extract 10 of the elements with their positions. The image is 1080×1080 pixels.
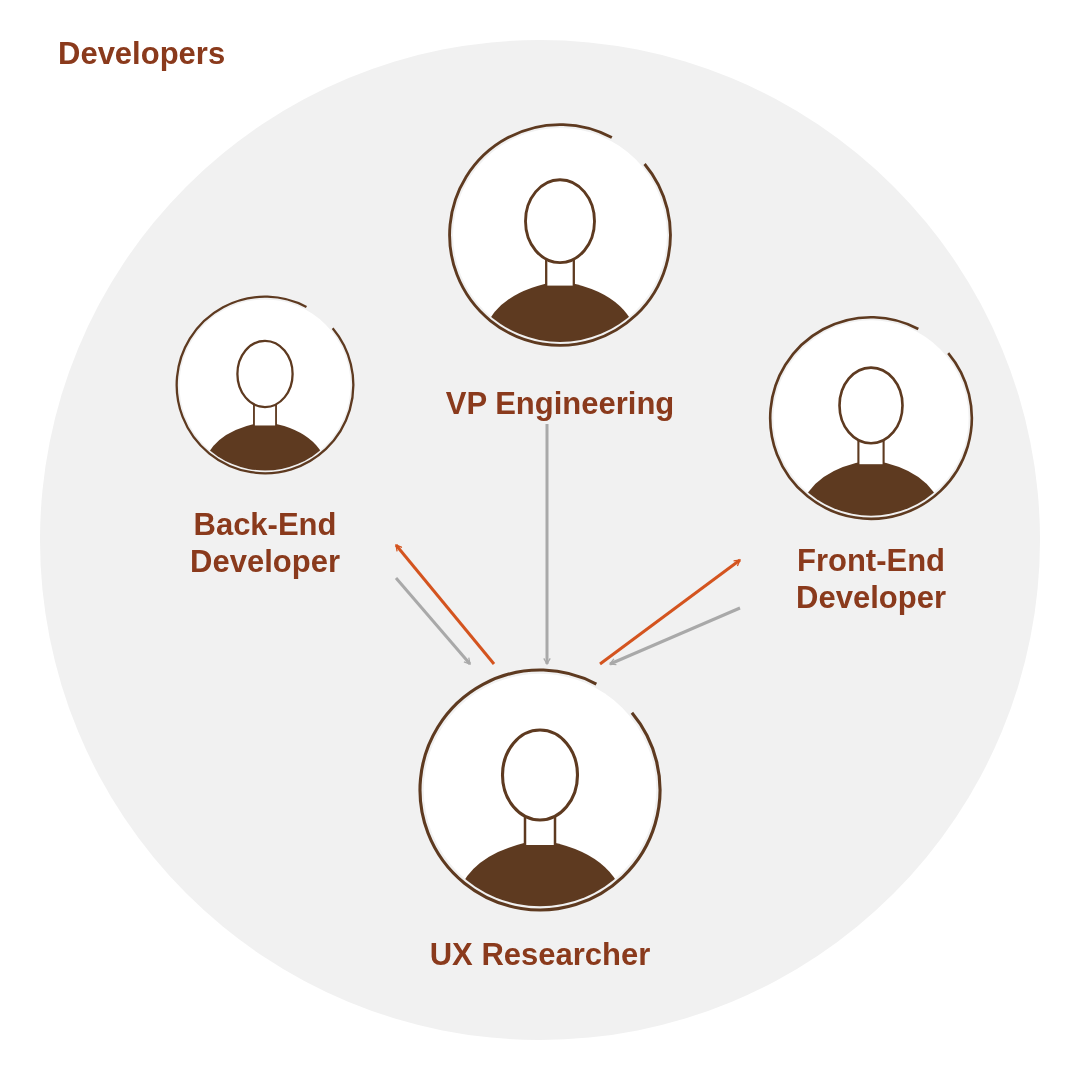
arrow — [609, 606, 741, 666]
arrow — [394, 577, 472, 665]
role-label: UX Researcher — [429, 937, 651, 974]
role-label: Back-End Developer — [189, 507, 341, 581]
arrow — [394, 544, 496, 665]
arrow — [543, 424, 551, 665]
arrow — [599, 558, 741, 666]
role-label: Front-End Developer — [795, 543, 947, 617]
group-title: Developers — [58, 36, 226, 72]
role-label: VP Engineering — [445, 386, 675, 423]
